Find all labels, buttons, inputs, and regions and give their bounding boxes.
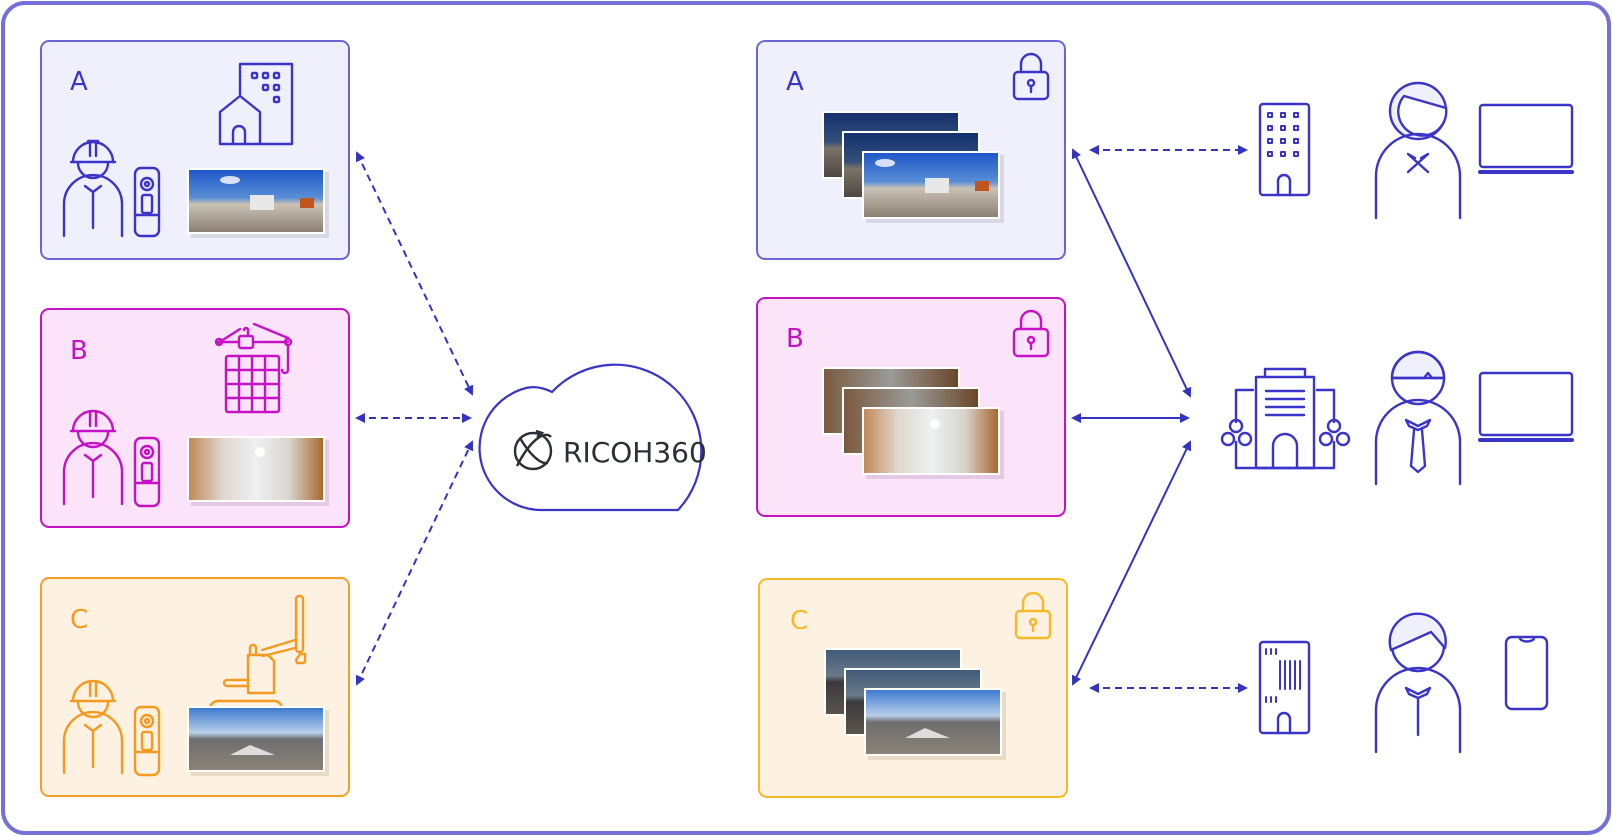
laptop-icon[interactable] xyxy=(1478,103,1574,174)
site-label: A xyxy=(70,67,88,97)
viewer-row-1 xyxy=(1258,81,1574,220)
site-photo xyxy=(187,168,329,238)
man-tie-icon[interactable] xyxy=(1374,350,1462,486)
storage-label: A xyxy=(786,67,804,97)
lock-icon xyxy=(1014,591,1052,640)
viewer-row-2 xyxy=(1220,350,1574,486)
site-photo xyxy=(187,436,329,506)
ricoh360-logo-icon xyxy=(513,429,553,471)
tall-building-icon xyxy=(1258,640,1311,735)
worker-helmet-icon xyxy=(62,139,124,238)
man-icon[interactable] xyxy=(1374,612,1462,754)
laptop-icon[interactable] xyxy=(1478,371,1574,442)
house-office-building-icon xyxy=(218,62,294,146)
arrow-storage-c-hq xyxy=(1071,440,1192,686)
site-label: C xyxy=(70,605,88,635)
upload-arrows xyxy=(355,151,474,686)
site-card-a[interactable]: A xyxy=(40,40,350,260)
arrow-storage-a-hq xyxy=(1071,148,1192,398)
photo-stack xyxy=(822,111,1004,223)
site-card-c[interactable]: C xyxy=(40,577,350,797)
storage-card-c[interactable]: C xyxy=(758,578,1068,798)
arrow-site-c-cloud xyxy=(355,440,474,686)
site-photo xyxy=(187,706,329,776)
site-label: B xyxy=(70,336,88,366)
360-camera-icon xyxy=(133,436,161,508)
worker-helmet-icon xyxy=(62,679,124,775)
360-camera-icon xyxy=(133,705,161,777)
storage-card-b[interactable]: B xyxy=(756,297,1066,517)
ricoh360-brand-label: RICOH360 xyxy=(563,436,707,469)
storage-label: C xyxy=(790,606,808,636)
360-camera-icon xyxy=(133,166,161,238)
photo-stack xyxy=(824,648,1006,760)
access-arrows xyxy=(1071,145,1248,693)
photo-stack xyxy=(822,367,1004,479)
viewer-row-3 xyxy=(1258,612,1549,754)
site-card-b[interactable]: B xyxy=(40,308,350,528)
storage-card-a[interactable]: A xyxy=(756,40,1066,260)
woman-icon[interactable] xyxy=(1374,81,1462,220)
headquarters-icon xyxy=(1220,367,1351,470)
storage-label: B xyxy=(786,324,804,354)
worker-helmet-icon xyxy=(62,409,124,506)
smartphone-icon[interactable] xyxy=(1504,635,1549,711)
ricoh360-cloud[interactable]: RICOH360 xyxy=(478,363,707,512)
arrow-site-a-cloud xyxy=(355,151,474,396)
crane-building-icon xyxy=(214,322,293,414)
office-building-icon xyxy=(1258,102,1311,197)
lock-icon xyxy=(1012,52,1050,101)
lock-icon xyxy=(1012,309,1050,358)
